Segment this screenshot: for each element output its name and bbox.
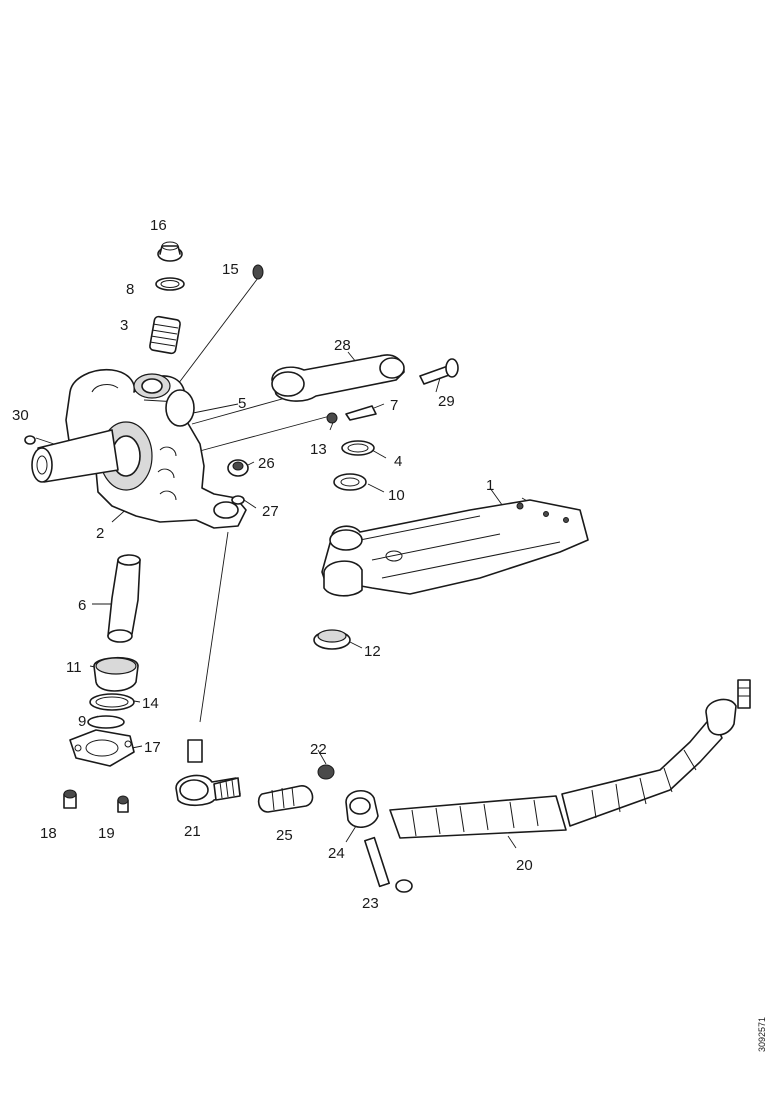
callout-8: 8 <box>126 281 134 298</box>
callout-11: 11 <box>66 659 82 676</box>
callout-27: 27 <box>262 503 279 520</box>
callout-20: 20 <box>516 857 533 874</box>
callout-1: 1 <box>486 477 494 494</box>
callout-labels: 1 2 3 4 5 6 7 8 9 10 11 12 13 14 15 16 1… <box>12 217 533 912</box>
callout-10: 10 <box>388 487 405 504</box>
callout-12: 12 <box>364 643 381 660</box>
callout-13: 13 <box>310 441 327 458</box>
callout-6: 6 <box>78 597 86 614</box>
lower-pin-stack <box>63 554 141 813</box>
callout-15: 15 <box>222 261 239 278</box>
nut-and-washer <box>227 459 249 505</box>
callout-21: 21 <box>184 823 201 840</box>
callout-22: 22 <box>310 741 327 758</box>
callout-18: 18 <box>40 825 57 842</box>
callout-5: 5 <box>238 395 246 412</box>
washers-and-bush <box>313 440 375 650</box>
steering-knuckle <box>24 368 247 529</box>
callout-14: 14 <box>142 695 159 712</box>
callout-3: 3 <box>120 317 128 334</box>
callout-30: 30 <box>12 407 29 424</box>
track-rod-assembly <box>175 679 751 893</box>
king-pin-parts <box>149 241 264 355</box>
upper-arm <box>271 354 459 424</box>
callout-23: 23 <box>362 895 379 912</box>
callout-7: 7 <box>390 397 398 414</box>
callout-24: 24 <box>328 845 345 862</box>
callout-28: 28 <box>334 337 351 354</box>
callout-2: 2 <box>96 525 104 542</box>
callout-9: 9 <box>78 713 86 730</box>
callout-25: 25 <box>276 827 293 844</box>
axle-beam <box>321 499 589 597</box>
callout-16: 16 <box>150 217 167 234</box>
callout-26: 26 <box>258 455 275 472</box>
callout-17: 17 <box>144 739 161 756</box>
callout-4: 4 <box>394 453 402 470</box>
callout-19: 19 <box>98 825 115 842</box>
callout-29: 29 <box>438 393 455 410</box>
reference-code: 3092571 <box>757 1016 767 1052</box>
